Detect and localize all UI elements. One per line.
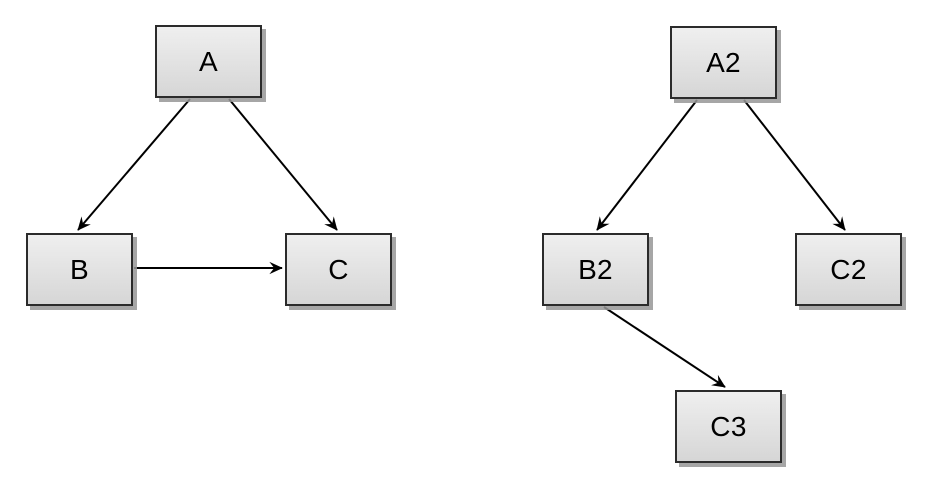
edge-B2-to-C3[interactable] <box>603 306 726 388</box>
node-label-b2: B2 <box>578 253 613 285</box>
edge-A-to-B[interactable] <box>77 98 191 231</box>
node-c[interactable]: C <box>285 233 392 306</box>
node-c2[interactable]: C2 <box>795 233 902 306</box>
node-label-c2: C2 <box>830 253 867 285</box>
node-c3[interactable]: C3 <box>675 390 782 463</box>
node-label-c3: C3 <box>710 410 747 442</box>
edge-A-to-C[interactable] <box>228 98 338 231</box>
node-a[interactable]: A <box>155 25 262 98</box>
node-label-a2: A2 <box>706 46 741 78</box>
node-label-a: A <box>199 45 218 77</box>
node-label-c: C <box>328 253 349 285</box>
edge-A2-to-B2[interactable] <box>596 99 698 231</box>
node-b2[interactable]: B2 <box>542 233 649 306</box>
edge-A2-to-C2[interactable] <box>743 99 846 231</box>
node-b[interactable]: B <box>26 233 133 306</box>
node-a2[interactable]: A2 <box>670 26 777 99</box>
node-label-b: B <box>70 253 89 285</box>
